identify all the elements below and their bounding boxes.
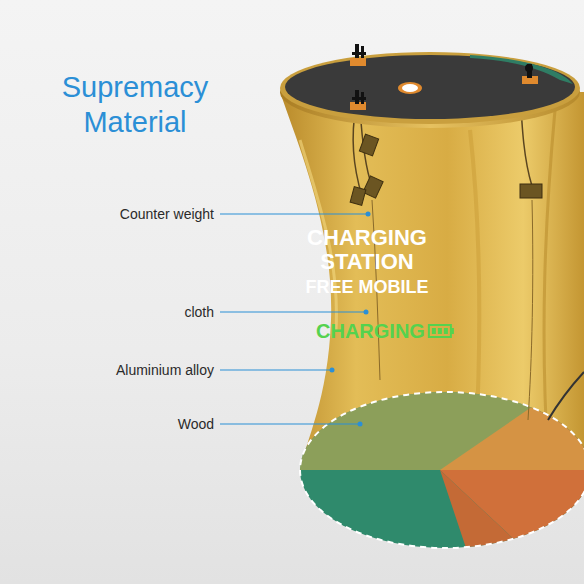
printed-text: FREE MOBILE	[300, 278, 434, 298]
leader-line	[220, 311, 364, 312]
leader-line	[330, 368, 335, 373]
leader-line	[220, 369, 330, 370]
printed-heading: CHARGING STATION	[300, 226, 434, 274]
callout-label: Wood	[178, 416, 214, 433]
table-top	[280, 52, 580, 124]
wood-base	[290, 360, 584, 560]
usb-plug	[355, 44, 359, 58]
table-top	[280, 52, 580, 128]
counter-weight	[520, 184, 542, 198]
table-top	[280, 56, 580, 128]
illustration-part	[290, 390, 584, 470]
power-cable	[548, 372, 584, 420]
counter-weight	[359, 134, 378, 156]
callout-label: Aluminium alloy	[116, 362, 214, 379]
table-top	[285, 55, 575, 119]
battery-icon	[438, 328, 442, 334]
counter-weight	[363, 176, 383, 198]
battery-icon	[432, 328, 436, 334]
printed-text: CHARGING	[316, 320, 425, 342]
wood-base	[300, 392, 584, 548]
usb-plug	[350, 58, 366, 66]
battery-icon	[429, 325, 451, 337]
leader-line	[358, 422, 363, 427]
usb-plug	[352, 97, 366, 100]
counter-weight	[350, 187, 366, 206]
stand-body	[544, 110, 555, 460]
battery-icon	[429, 325, 454, 337]
leader-line	[220, 213, 366, 214]
leader-line	[220, 423, 358, 424]
table-top	[402, 84, 418, 92]
usb-plug	[352, 52, 366, 55]
title: Supremacy Material	[45, 70, 225, 140]
battery-icon	[451, 328, 454, 334]
table-top	[398, 82, 422, 94]
usb-plug	[350, 44, 538, 110]
battery-icon	[444, 328, 448, 334]
callout-label: Counter weight	[120, 206, 214, 223]
callout-label: cloth	[184, 304, 214, 321]
power-cable	[548, 372, 584, 420]
usb-plug	[525, 64, 533, 72]
leader-line	[364, 310, 369, 315]
illustration-part	[290, 360, 584, 560]
leader-line	[366, 212, 371, 217]
table-top	[470, 55, 573, 84]
internal-wires	[528, 200, 533, 420]
counter-weight	[350, 134, 542, 205]
